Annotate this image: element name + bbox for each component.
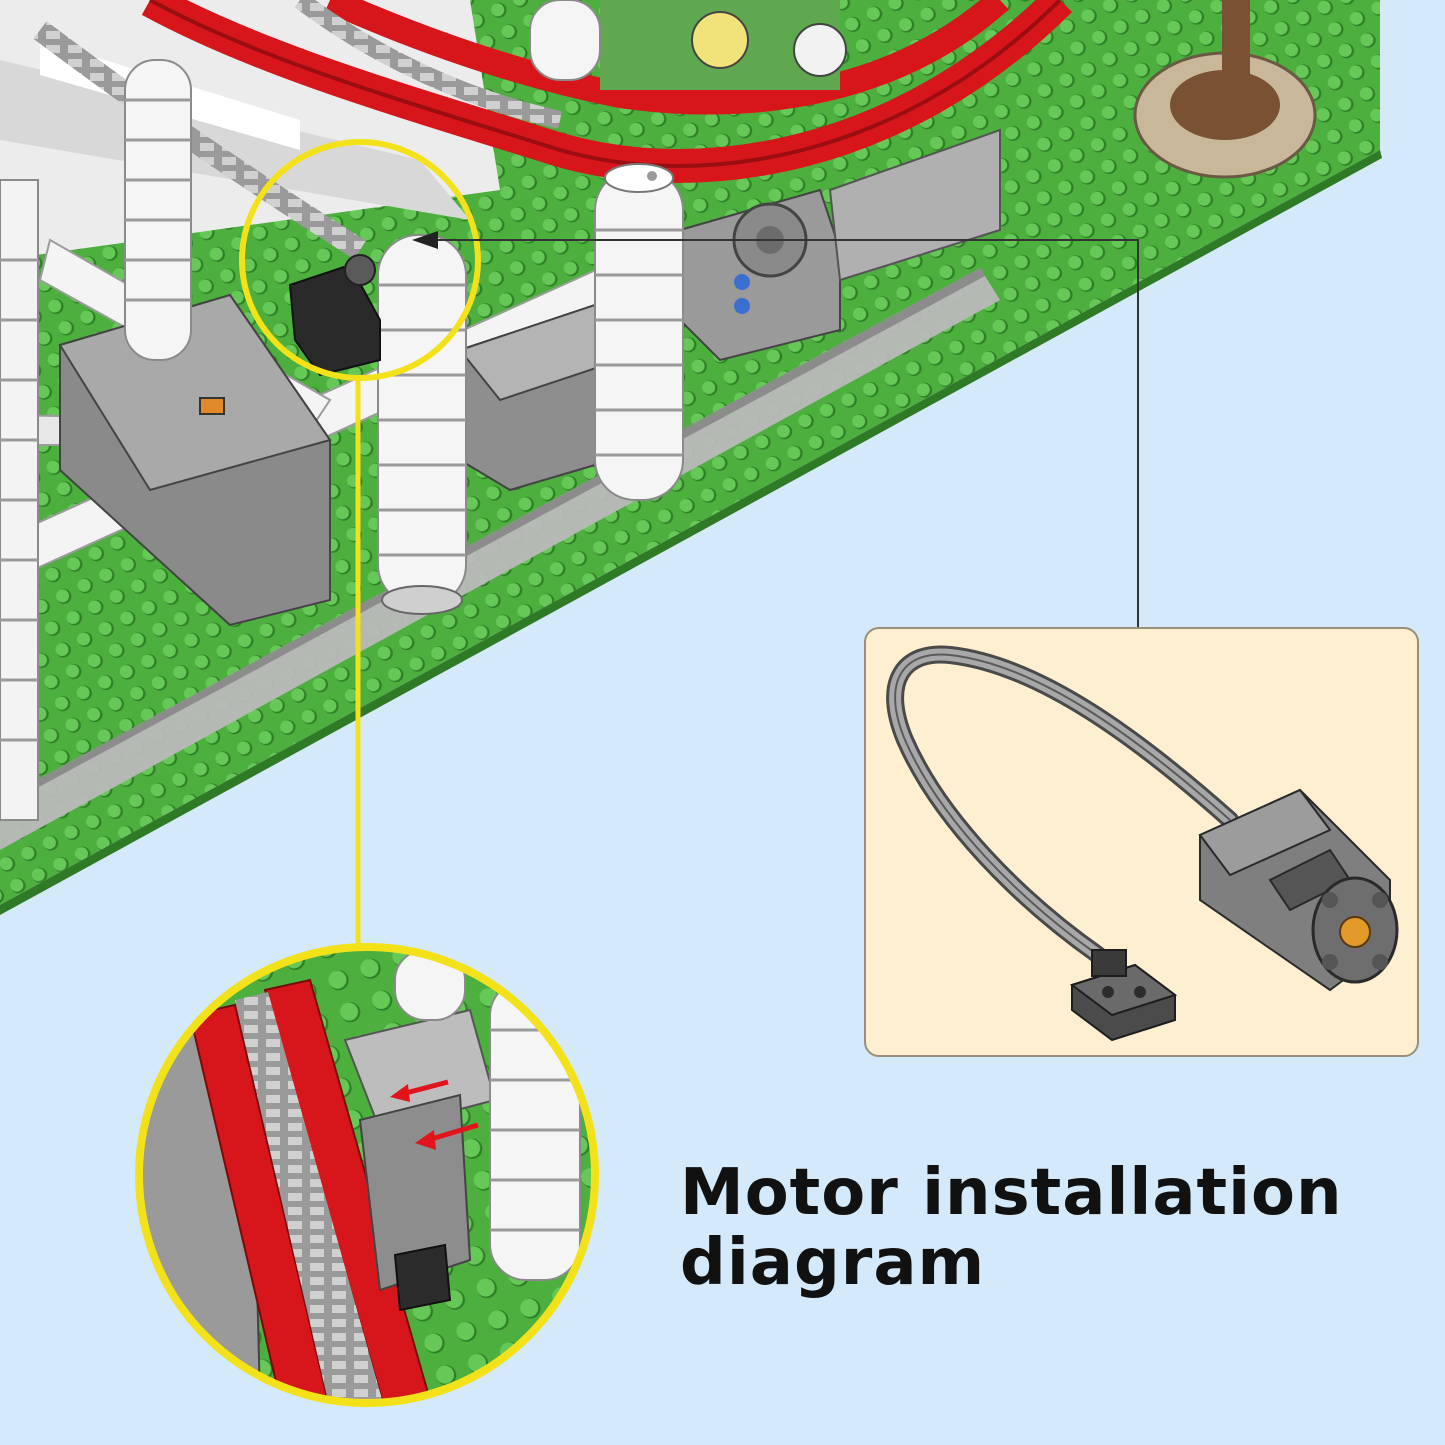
motor-cable-inset	[864, 627, 1419, 1057]
support-column-left	[0, 179, 39, 821]
support-column-3	[594, 163, 684, 501]
lego-power-functions-m-motor-icon	[1198, 788, 1399, 992]
zoom-detail-circle	[135, 943, 599, 1407]
caption-line-2: diagram	[680, 1226, 986, 1300]
motor-location-highlight	[239, 139, 481, 381]
caption-line-1: Motor installation	[680, 1156, 1343, 1230]
extension-cable-icon	[886, 645, 1239, 964]
callout-leader-line	[412, 231, 1139, 628]
power-connector-plug-icon	[1069, 949, 1178, 1042]
baseplate	[0, 0, 1382, 915]
support-column-1	[124, 59, 192, 361]
support-column-4	[529, 0, 601, 81]
support-column-2	[377, 234, 467, 615]
diagram-caption: Motor installation diagram	[680, 1158, 1420, 1298]
